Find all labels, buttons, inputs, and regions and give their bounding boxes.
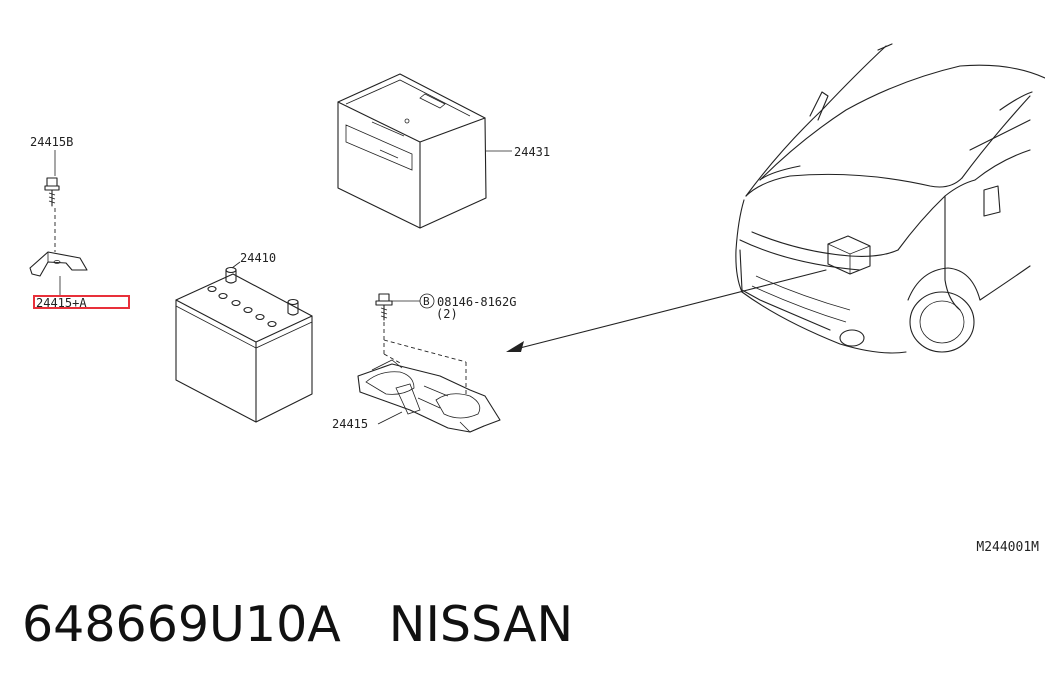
footer-part-number: 648669U10A <box>22 596 341 653</box>
footer-brand: NISSAN <box>388 596 574 653</box>
vehicle-outline <box>735 43 1045 354</box>
part-qty-08146: (2) <box>436 307 458 321</box>
location-arrow <box>506 269 827 352</box>
bolt-08146 <box>375 293 393 321</box>
part-label-24410: 24410 <box>240 251 276 265</box>
dash-guides-tray <box>383 322 467 396</box>
tray-24415 <box>357 359 501 433</box>
diagram-code: M244001M <box>976 540 1039 555</box>
part-label-24415: 24415 <box>332 417 368 431</box>
footer-title: 648669U10A NISSAN <box>22 596 573 660</box>
leader-24415 <box>377 411 403 425</box>
leader-24410 <box>231 261 241 269</box>
battery-24410 <box>175 266 313 423</box>
battery-cover-24431 <box>337 73 487 229</box>
battery-location-box <box>827 235 871 275</box>
bolt-24415b <box>44 177 60 207</box>
bracket-24415a <box>29 251 88 277</box>
part-label-24415a: 24415+A <box>36 296 87 310</box>
badge-b-circle <box>419 293 435 309</box>
highlight-box <box>33 295 130 309</box>
badge-b-label: B <box>423 295 430 308</box>
part-label-24431: 24431 <box>514 145 550 159</box>
part-label-08146: 08146-8162G <box>437 295 516 309</box>
part-label-24415b: 24415B <box>30 135 73 149</box>
